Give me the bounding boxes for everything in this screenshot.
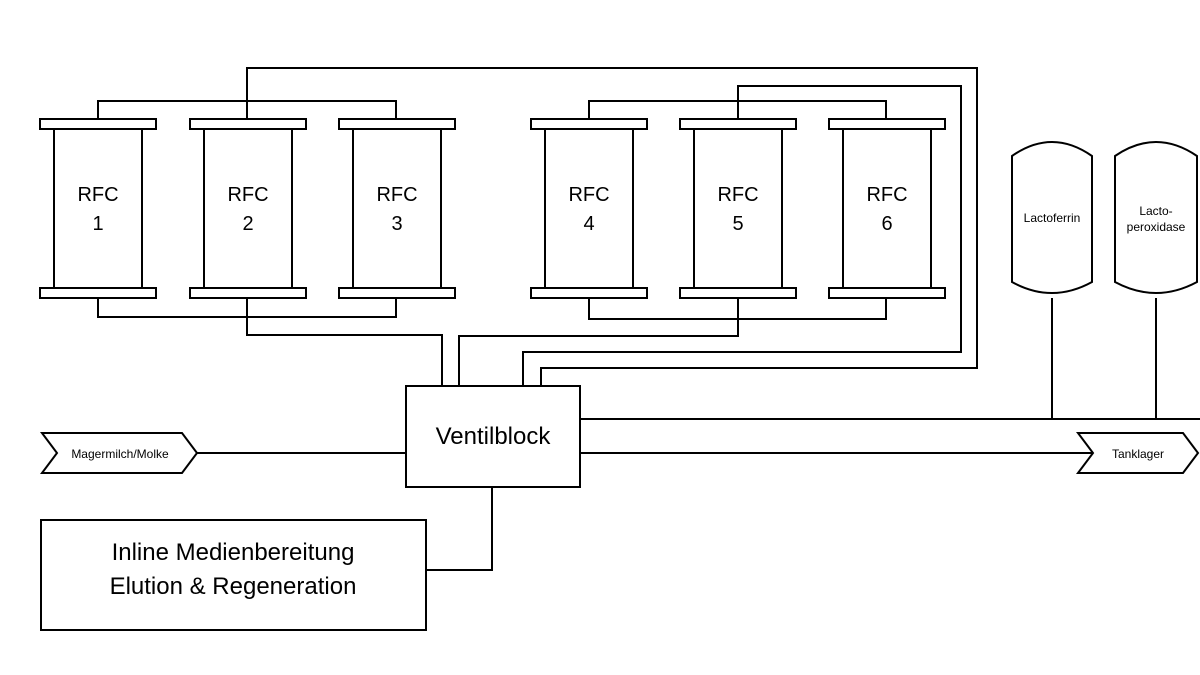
rfc-column-2: RFC 2 <box>189 118 307 299</box>
pipe-loop-outer <box>246 67 978 386</box>
tank-shape <box>1114 141 1198 294</box>
tank-label-line2: peroxidase <box>1127 220 1186 234</box>
tank-lactoperoxidase: Lacto- peroxidase <box>1114 141 1198 294</box>
column-label: RFC <box>376 184 417 206</box>
rfc-column-6: RFC 6 <box>828 118 946 299</box>
input-label: Magermilch/Molke <box>71 447 169 461</box>
flange-bottom <box>39 287 157 299</box>
input-arrow: Magermilch/Molke <box>40 432 199 474</box>
column-label: RFC <box>227 184 268 206</box>
column-number: 1 <box>92 213 103 235</box>
tank-shape <box>1011 141 1093 294</box>
output-arrow-shape <box>1076 432 1200 474</box>
rfc-column-3: RFC 3 <box>338 118 456 299</box>
rfc-column-1: RFC 1 <box>39 118 157 299</box>
valve-block-box <box>405 385 581 488</box>
column-body <box>53 128 143 289</box>
valve-block: Ventilblock <box>405 385 581 488</box>
input-arrow-shape <box>40 432 199 474</box>
column-label: RFC <box>717 184 758 206</box>
column-number: 6 <box>881 213 892 235</box>
column-label: RFC <box>568 184 609 206</box>
pipe-bottom-rfc5 <box>458 298 739 386</box>
media-preparation-box <box>40 519 427 631</box>
column-number: 4 <box>583 213 594 235</box>
flange-top <box>530 118 648 130</box>
tank-lactoferrin: Lactoferrin <box>1011 141 1093 294</box>
flange-top <box>828 118 946 130</box>
column-label: RFC <box>77 184 118 206</box>
column-number: 2 <box>242 213 253 235</box>
flange-bottom <box>189 287 307 299</box>
column-body <box>352 128 442 289</box>
rfc-column-4: RFC 4 <box>530 118 648 299</box>
column-number: 3 <box>391 213 402 235</box>
flange-bottom <box>679 287 797 299</box>
column-body <box>544 128 634 289</box>
tank-label-line1: Lacto- <box>1139 204 1172 218</box>
pipe-top-rfc5 <box>522 85 962 386</box>
rfc-column-5: RFC 5 <box>679 118 797 299</box>
column-body <box>842 128 932 289</box>
media-label-line2: Elution & Regeneration <box>110 573 357 600</box>
flange-bottom <box>828 287 946 299</box>
media-label-line1: Inline Medienbereitung <box>112 539 355 566</box>
flange-top <box>679 118 797 130</box>
valve-block-label: Ventilblock <box>436 423 552 450</box>
column-number: 5 <box>732 213 743 235</box>
flange-top <box>338 118 456 130</box>
tank-label: Lactoferrin <box>1024 211 1081 225</box>
flange-bottom <box>338 287 456 299</box>
output-label: Tanklager <box>1112 447 1164 461</box>
column-body <box>693 128 783 289</box>
flange-top <box>39 118 157 130</box>
output-arrow: Tanklager <box>1076 432 1200 474</box>
column-label: RFC <box>866 184 907 206</box>
pipe-bottom-rfc2 <box>246 298 443 386</box>
piping <box>97 67 1200 571</box>
flange-bottom <box>530 287 648 299</box>
pipe-media <box>426 487 493 571</box>
flange-top <box>189 118 307 130</box>
column-body <box>203 128 293 289</box>
media-preparation: Inline Medienbereitung Elution & Regener… <box>40 519 427 631</box>
